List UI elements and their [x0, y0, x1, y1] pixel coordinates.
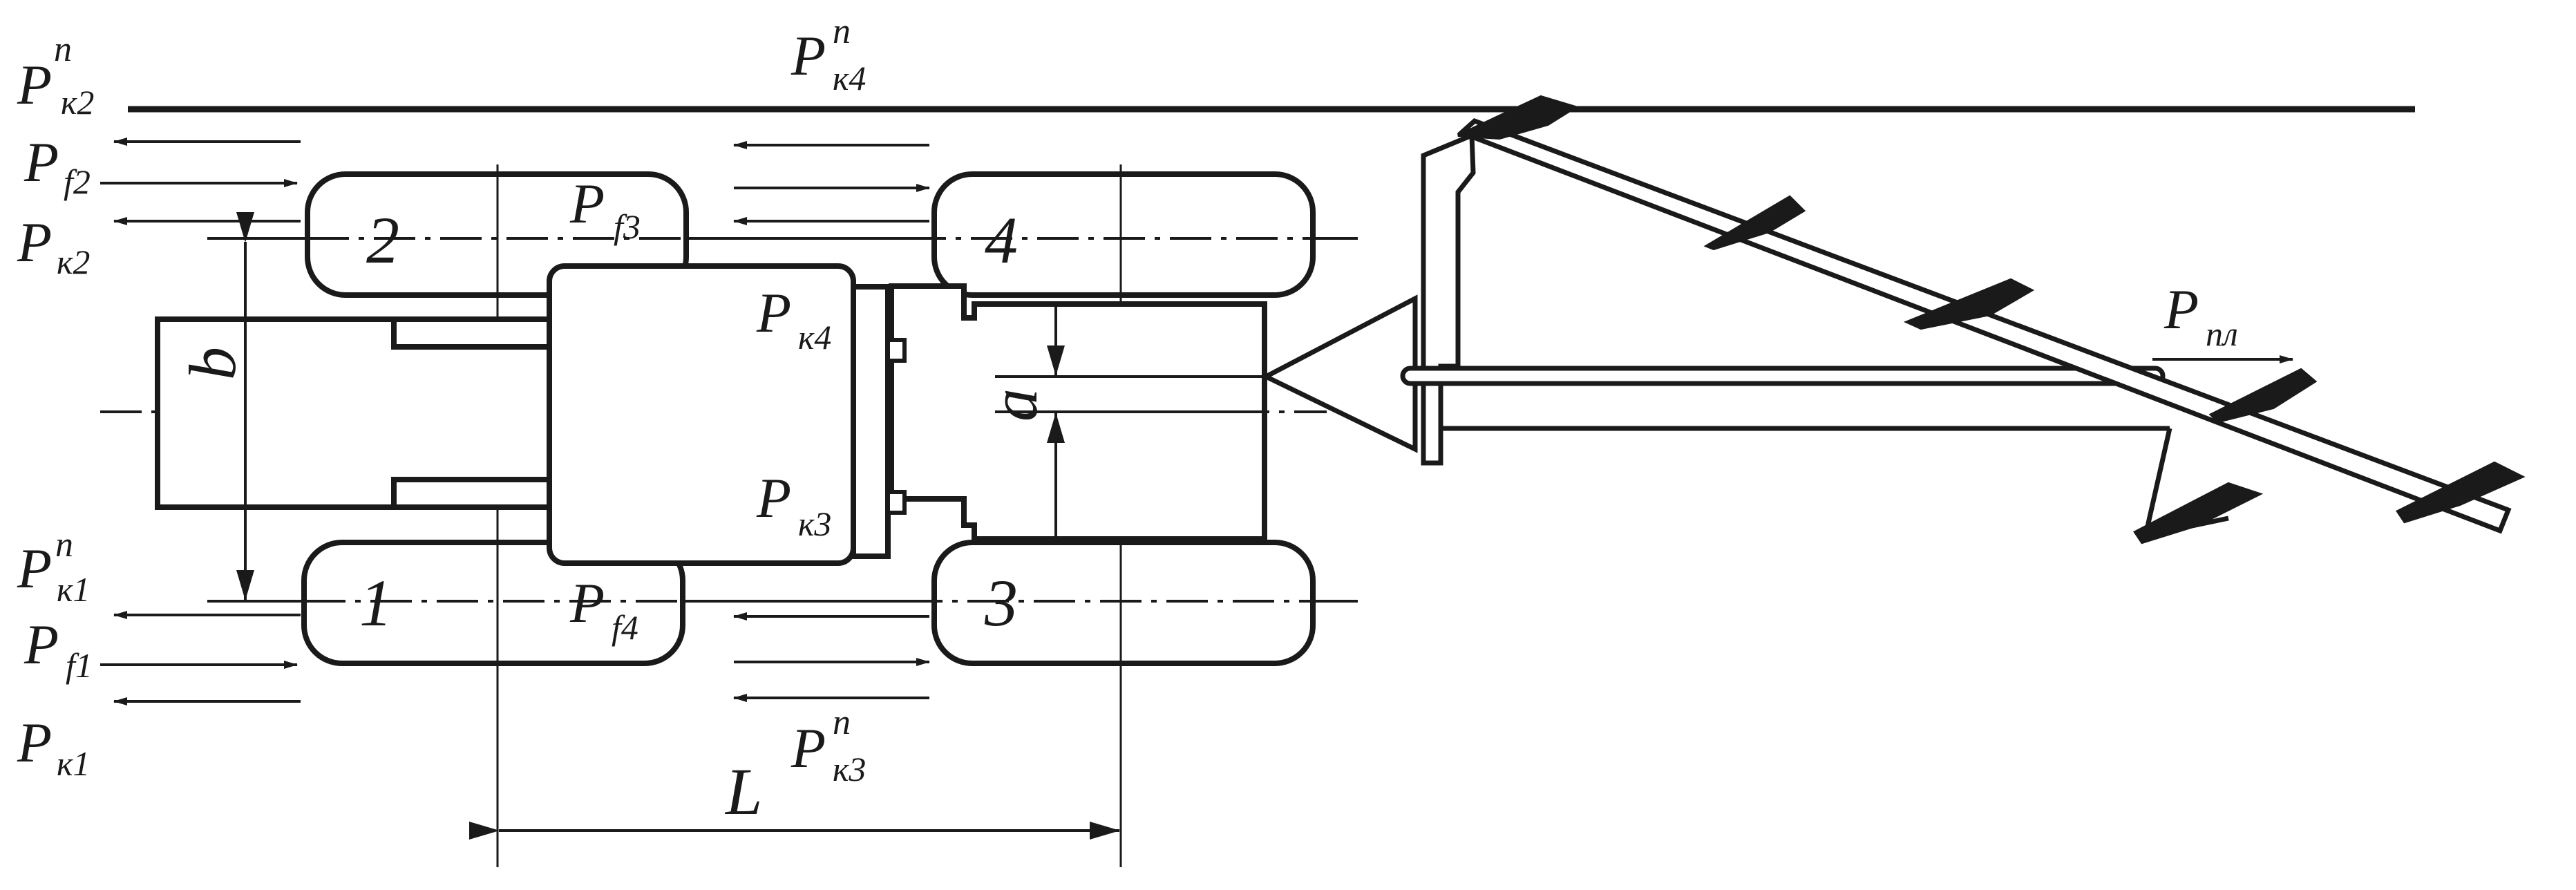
- svg-text:пл: пл: [2206, 314, 2238, 353]
- dim-a-label: a: [977, 388, 1051, 422]
- wheel-4-number: 4: [985, 203, 1018, 277]
- svg-text:п: п: [54, 30, 72, 69]
- plough-body-6: [2396, 461, 2526, 524]
- label-pf3: P f3: [569, 172, 641, 246]
- svg-text:P: P: [756, 466, 791, 529]
- force-arrows: [100, 138, 2293, 706]
- svg-text:P: P: [17, 53, 52, 116]
- plough: [1260, 117, 2512, 534]
- plough-body-2: [1703, 195, 1806, 251]
- svg-text:п: п: [55, 525, 73, 565]
- svg-text:P: P: [790, 24, 826, 87]
- svg-text:P: P: [17, 537, 52, 600]
- label-pf2: P f2: [23, 131, 91, 201]
- wheel-4: [931, 171, 1316, 298]
- engine-plate: [851, 284, 891, 559]
- dim-b-label: b: [176, 347, 249, 380]
- transmission-rail-bottom: [391, 477, 556, 510]
- plough-body-5: [2133, 482, 2264, 545]
- svg-text:P: P: [756, 281, 791, 344]
- svg-text:к1: к1: [57, 570, 90, 609]
- wheel-1-number: 1: [359, 566, 392, 640]
- svg-text:P: P: [569, 571, 605, 634]
- svg-text:P: P: [17, 211, 52, 274]
- svg-text:п: п: [833, 12, 851, 51]
- label-pf1: P f1: [23, 613, 93, 685]
- svg-text:к2: к2: [61, 83, 94, 122]
- label-pf4: P f4: [569, 571, 638, 647]
- plough-body-3: [1903, 278, 2035, 330]
- wheel-3: [931, 540, 1316, 666]
- dim-L-label: L: [724, 755, 762, 829]
- label-pk2: P к2: [17, 211, 90, 281]
- transmission-rail-top: [391, 316, 556, 350]
- plough-beam: [1457, 117, 2512, 534]
- wheel-1: [301, 540, 685, 666]
- label-pk1n: P п к1: [17, 525, 90, 609]
- svg-text:f3: f3: [614, 207, 641, 246]
- svg-text:P: P: [17, 711, 52, 774]
- svg-text:к4: к4: [833, 59, 866, 97]
- engine-lug-bottom: [886, 490, 907, 515]
- force-labels: P п к2 P f2 P к2 P п к4 P f3 P к4: [17, 12, 2238, 788]
- plough-bodies: [1457, 95, 2526, 545]
- hitch-triangle: [1260, 294, 1418, 453]
- label-pk3n: P п к3: [790, 703, 866, 788]
- plough-mast: [1421, 131, 1476, 466]
- svg-text:п: п: [833, 703, 851, 742]
- svg-text:P: P: [569, 172, 605, 235]
- drawbar: [1400, 366, 2166, 386]
- label-ppl: P пл: [2163, 278, 2238, 353]
- wheel-2-number: 2: [366, 203, 399, 277]
- plough-body-4: [2208, 368, 2318, 424]
- svg-text:к1: к1: [57, 744, 90, 783]
- svg-text:P: P: [2163, 278, 2199, 341]
- label-pk1: P к1: [17, 711, 90, 783]
- tractor-body: [155, 263, 1267, 566]
- wheel-3-number: 3: [984, 566, 1018, 640]
- svg-text:P: P: [23, 613, 59, 676]
- svg-text:к2: к2: [57, 243, 90, 281]
- plough-body-1: [1457, 95, 1579, 140]
- svg-text:f1: f1: [66, 646, 93, 685]
- svg-text:к3: к3: [833, 750, 866, 788]
- svg-text:к3: к3: [798, 504, 831, 543]
- label-pk3: P к3: [756, 466, 831, 543]
- label-pk4: P к4: [756, 281, 831, 357]
- svg-text:P: P: [23, 131, 59, 193]
- svg-text:к4: к4: [798, 318, 831, 357]
- label-pk4n: P п к4: [790, 12, 866, 97]
- svg-text:f4: f4: [612, 608, 638, 647]
- dimensions: [211, 212, 1265, 840]
- svg-text:f2: f2: [64, 162, 91, 201]
- engine-lug-top: [886, 338, 907, 363]
- label-pk2n: P п к2: [17, 30, 94, 122]
- svg-text:P: P: [790, 717, 826, 779]
- plough-stand: [2142, 428, 2229, 539]
- wheel-numbers: 2 4 1 3: [359, 203, 1018, 640]
